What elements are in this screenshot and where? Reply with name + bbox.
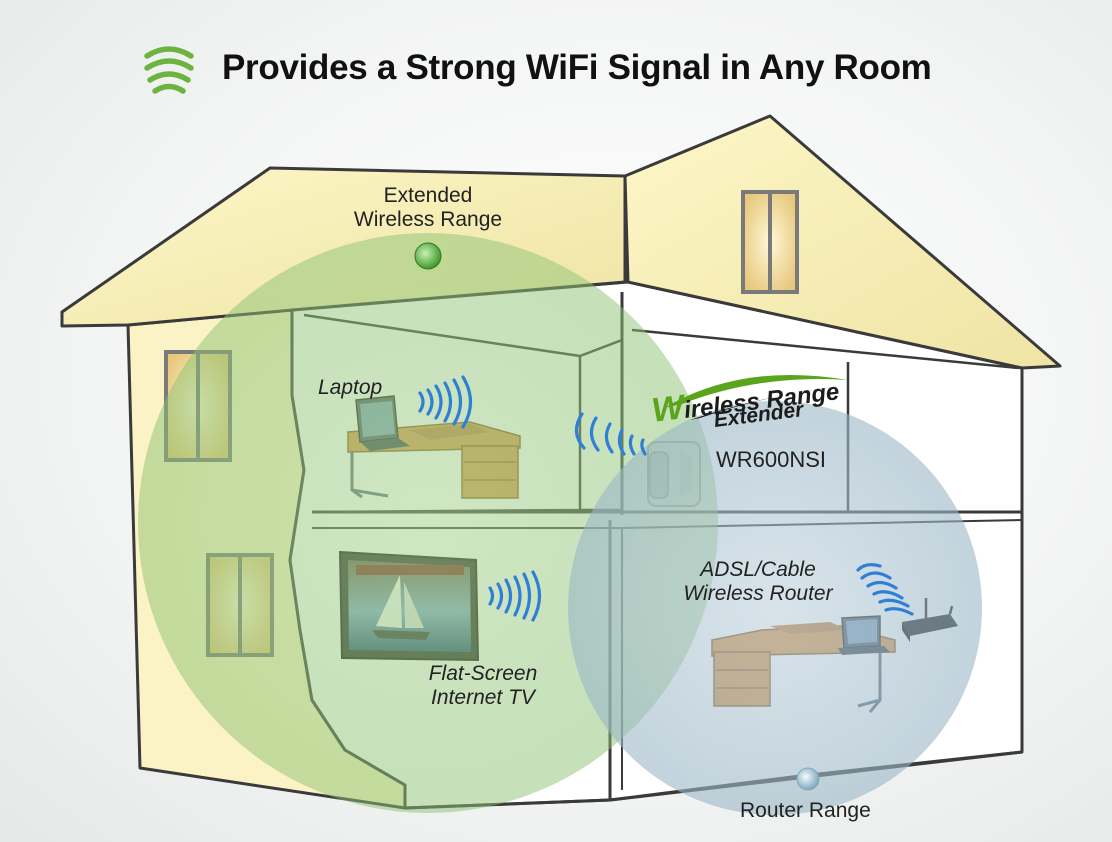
laptop-label: Laptop — [318, 376, 383, 399]
extended-range-dot-icon — [414, 242, 442, 270]
brand-swoosh — [664, 374, 848, 408]
extended-range-label-line2: Wireless Range — [353, 208, 503, 231]
wifi-icon — [144, 46, 194, 94]
router-range-circle — [568, 401, 982, 815]
window-roof — [741, 190, 799, 294]
router-range-label: Router Range — [740, 799, 871, 822]
extended-range-label: Extended Wireless Range — [346, 184, 510, 232]
tv-label-line1: Flat-Screen — [428, 662, 538, 685]
tv-label-line2: Internet TV — [431, 686, 535, 709]
router-label: ADSL/Cable Wireless Router — [668, 558, 848, 606]
extender-brand-initial: W — [649, 388, 687, 430]
extended-range-label-line1: Extended — [383, 184, 473, 207]
extended-range-circle — [138, 233, 718, 813]
roof-right — [623, 114, 1062, 370]
router-label-line1: ADSL/Cable — [700, 558, 816, 581]
signal-waves-icon — [418, 375, 914, 622]
extender-model-label: WR600NSI — [716, 447, 827, 472]
router-label-line2: Wireless Router — [683, 582, 833, 605]
page-title: Provides a Strong WiFi Signal in Any Roo… — [222, 48, 932, 87]
router-range-dot-icon — [796, 767, 820, 791]
tv-label: Flat-Screen Internet TV — [410, 662, 556, 710]
